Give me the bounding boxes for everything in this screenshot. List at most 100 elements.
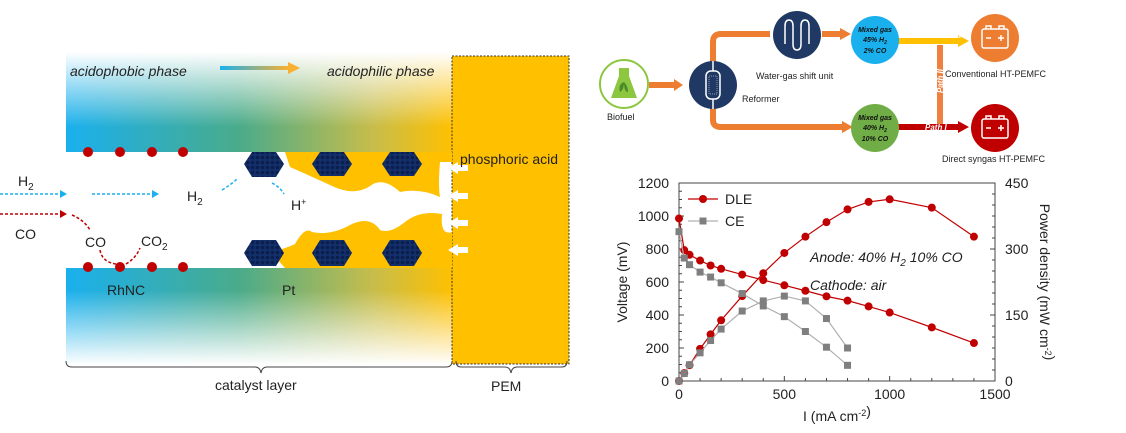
battery-icon: [981, 115, 1009, 139]
h-plus-label: H+: [291, 197, 306, 213]
ce-voltage-point: [680, 254, 688, 262]
process-flow-diagram: Path III Path I Path II Biofuel Reformer…: [599, 11, 1047, 164]
x-tick-label: 1500: [979, 386, 1010, 402]
path-3-label: Path III: [935, 31, 962, 40]
y2-tick-label: 0: [1005, 373, 1013, 389]
pt-label: Pt: [282, 282, 295, 298]
direct-pemfc-node: [971, 104, 1019, 152]
acidophilic-phase-label: acidophilic phase: [327, 63, 435, 79]
ce-power-point: [822, 315, 830, 323]
coil-icon: [784, 19, 810, 51]
dle-voltage-point: [675, 214, 683, 223]
legend-dle-marker: [699, 195, 707, 203]
ce-voltage-point: [738, 290, 746, 298]
path-2-label: Path II: [936, 68, 945, 93]
y2-tick-label: 450: [1005, 175, 1029, 191]
ce-power-point: [686, 361, 694, 369]
y-tick-label: 1000: [638, 208, 669, 224]
ce-voltage-point: [675, 228, 683, 236]
rhnc-sites-bottom: [83, 262, 188, 272]
ce-power-point: [801, 297, 809, 305]
dle-power-point: [969, 232, 978, 241]
y2-axis-label: Power density (mW cm-2): [1037, 204, 1058, 361]
ce-power-point: [680, 370, 688, 378]
direct-pemfc-label: Direct syngas HT-PEMFC: [942, 154, 1046, 164]
conventional-pemfc-label: Conventional HT-PEMFC: [945, 69, 1047, 79]
biofuel-node: [599, 59, 649, 109]
acid-flow-arrows: [448, 162, 468, 256]
wgs-node: [773, 11, 821, 59]
x-tick-label: 500: [773, 386, 797, 402]
ce-power-point: [707, 337, 715, 345]
rhnc-label: RhNC: [107, 282, 145, 298]
mixed-gas-top-node: Mixed gas 45% H2 2% CO: [851, 16, 899, 64]
ce-power-point: [844, 344, 852, 352]
path-1-label: Path I: [925, 123, 948, 132]
x-tick-label: 0: [675, 386, 683, 402]
acidophobic-phase-label: acidophobic phase: [70, 63, 187, 79]
co2-label: CO2: [141, 233, 168, 253]
legend-dle-label: DLE: [725, 191, 752, 207]
wgs-label: Water-gas shift unit: [756, 71, 834, 81]
dle-power-point: [759, 269, 768, 278]
x-axis-label: I (mA cm-2): [803, 403, 871, 424]
dle-power-point: [822, 218, 831, 227]
mixed-gas-bottom-node: Mixed gas 40% H2 10% CO: [851, 104, 899, 152]
legend-ce-label: CE: [725, 213, 744, 229]
anode-annotation: Anode: 40% H2 10% CO: [809, 249, 963, 269]
reformer-label: Reformer: [742, 94, 780, 104]
dle-power-point: [864, 197, 873, 206]
conventional-pemfc-node: [971, 14, 1019, 62]
ce-voltage-point: [822, 343, 830, 351]
dle-voltage-point: [801, 286, 810, 295]
svg-text:45% H2: 45% H2: [862, 37, 887, 46]
ce-voltage-point: [759, 302, 767, 310]
y-tick-label: 600: [646, 274, 670, 290]
biofuel-label: Biofuel: [607, 112, 635, 122]
y2-tick-label: 150: [1005, 307, 1029, 323]
dle-power-point: [780, 248, 789, 257]
svg-text:40% H2: 40% H2: [862, 125, 887, 134]
battery-icon: [981, 25, 1009, 49]
co-adsorbed-label: CO: [85, 234, 106, 250]
dle-power-point: [801, 232, 810, 241]
y-tick-label: 0: [661, 373, 669, 389]
ce-power-point: [738, 307, 746, 315]
dle-voltage-point: [717, 264, 726, 273]
pt-clusters: [244, 152, 422, 266]
phase-gradient-arrow: [220, 66, 288, 70]
ce-voltage-point: [801, 328, 809, 335]
co-inlet-label: CO: [15, 226, 36, 242]
catalyst-layer-label: catalyst layer: [215, 377, 297, 393]
rhnc-sites-top: [83, 147, 188, 157]
svg-text:2% CO: 2% CO: [863, 48, 887, 55]
dle-voltage-point: [969, 339, 978, 348]
ce-power-point: [780, 292, 788, 300]
pem-brace: [455, 360, 568, 374]
ce-voltage-point: [844, 361, 852, 369]
ce-power-point: [759, 297, 767, 305]
y2-tick-label: 300: [1005, 241, 1029, 257]
svg-text:Mixed gas: Mixed gas: [858, 115, 892, 122]
process-pipes: [649, 31, 960, 130]
y-tick-label: 400: [646, 307, 670, 323]
dle-voltage-point: [822, 292, 831, 301]
ce-voltage-point: [686, 261, 694, 269]
ce-power-point: [717, 325, 725, 333]
y-tick-label: 800: [646, 241, 670, 257]
legend-ce-marker: [699, 217, 707, 225]
ce-voltage-point: [707, 273, 715, 281]
phosphoric-acid-label: phosphoric acid: [460, 151, 558, 167]
series-dle-voltage-line: [678, 218, 975, 344]
h2-to-pt-arrow: [221, 177, 239, 191]
dle-voltage-point: [696, 256, 705, 265]
dle-power-point: [843, 205, 852, 214]
dle-voltage-point: [738, 270, 747, 279]
series-dle-power-line: [678, 198, 975, 382]
dle-voltage-point: [706, 261, 715, 270]
svg-text:Mixed gas: Mixed gas: [858, 27, 892, 34]
flask-icon: [611, 68, 637, 98]
ce-voltage-point: [780, 313, 788, 321]
y-axis-label: Voltage (mV): [614, 242, 630, 323]
